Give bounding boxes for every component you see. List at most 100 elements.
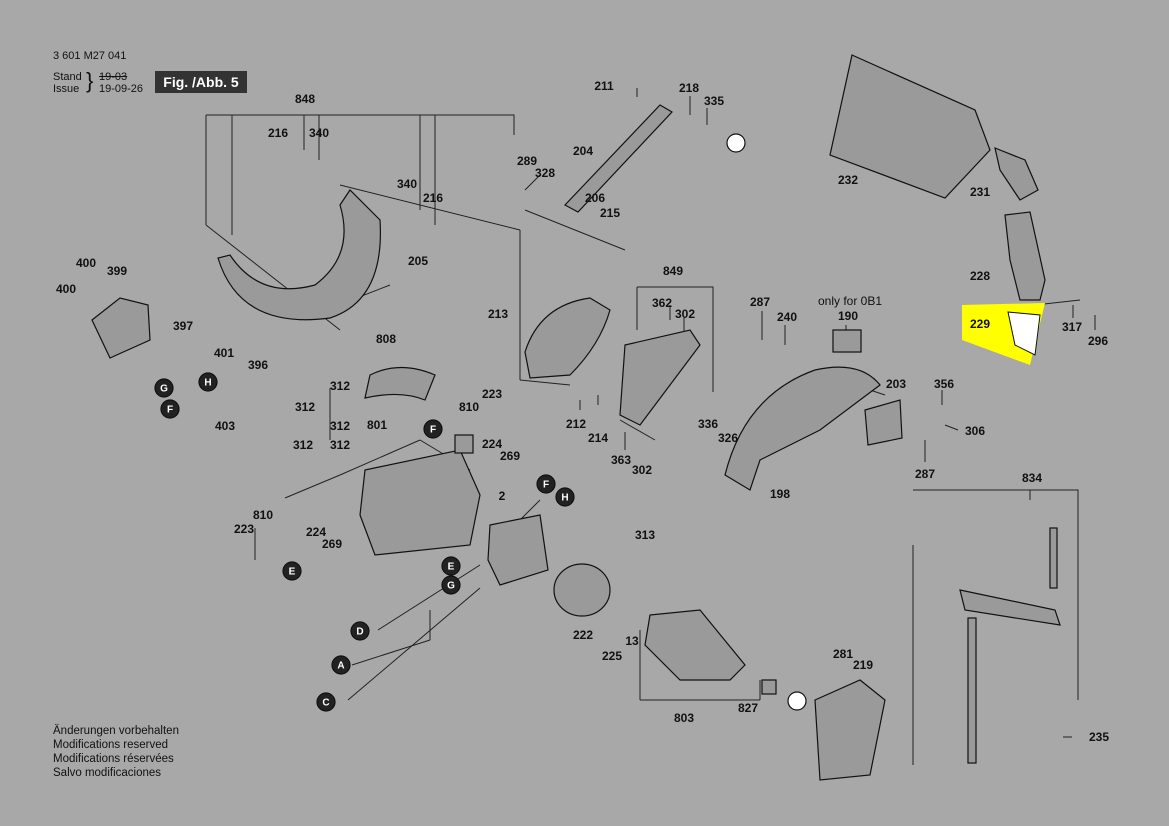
- ref-circle-a: A: [331, 655, 351, 675]
- part-label-213: 213: [488, 307, 508, 321]
- issue-value: 19-09-26: [99, 83, 144, 95]
- part-label-400: 400: [76, 256, 96, 270]
- part-label-214: 214: [588, 431, 608, 445]
- part-label-223: 223: [482, 387, 502, 401]
- part-label-302: 302: [632, 463, 652, 477]
- part-label-810: 810: [253, 508, 273, 522]
- ref-circle-f: F: [423, 419, 443, 439]
- label-plate-190-shape: [832, 329, 862, 353]
- stand-label: Stand: [53, 71, 82, 83]
- part-label-198: 198: [770, 487, 790, 501]
- part-label-216: 216: [268, 126, 288, 140]
- part-label-235: 235: [1089, 730, 1109, 744]
- part-label-223: 223: [234, 522, 254, 536]
- note-en: Modifications reserved: [53, 739, 169, 751]
- part-label-211: 211: [594, 79, 614, 93]
- part-label-228: 228: [970, 269, 990, 283]
- plate-849-shape: [619, 329, 701, 426]
- part-label-400: 400: [56, 282, 76, 296]
- svg-text:E: E: [448, 562, 455, 573]
- part-label-363: 363: [611, 453, 631, 467]
- part-label-216: 216: [423, 191, 443, 205]
- doc-number: 3 601 M27 041: [53, 50, 127, 62]
- svg-text:E: E: [794, 697, 801, 708]
- part-label-336: 336: [698, 417, 718, 431]
- part-label-2: 2: [499, 489, 506, 503]
- svg-text:G: G: [447, 581, 455, 592]
- lower-guard-198-shape: [724, 366, 881, 491]
- part-label-803: 803: [674, 711, 694, 725]
- ref-circle-d: D: [350, 621, 370, 641]
- brush-ring-222-shape: [553, 563, 611, 617]
- part-label-313: 313: [635, 528, 655, 542]
- ref-circle-g: G: [154, 378, 174, 398]
- svg-text:F: F: [733, 139, 739, 150]
- part-label-848: 848: [295, 92, 315, 106]
- ref-circle-g: G: [441, 575, 461, 595]
- part-label-362: 362: [652, 296, 672, 310]
- ref-circle-h: H: [198, 372, 218, 392]
- note-fr: Modifications réservées: [53, 753, 174, 765]
- bracket-203-shape: [864, 399, 903, 446]
- part-label-190: 190: [838, 309, 858, 323]
- end-shield-219-shape: [814, 679, 886, 781]
- part-label-224: 224: [482, 437, 502, 451]
- part-label-224: 224: [306, 525, 326, 539]
- dust-bag-232-shape: [829, 54, 991, 199]
- clamp-arm-834-shape: [959, 589, 1061, 626]
- lever-204-shape: [564, 104, 673, 213]
- part-label-240: 240: [777, 310, 797, 324]
- part-label-808: 808: [376, 332, 396, 346]
- svg-text:H: H: [561, 493, 568, 504]
- rod-knob-834-shape: [1049, 527, 1058, 589]
- ref-circle-e: E: [787, 691, 807, 711]
- svg-text:A: A: [337, 661, 344, 672]
- part-label-356: 356: [934, 377, 954, 391]
- part-label-340: 340: [397, 177, 417, 191]
- part-229-shape: [1007, 311, 1041, 356]
- part-label-312: 312: [330, 438, 350, 452]
- part-label-203: 203: [886, 377, 906, 391]
- part-label-312: 312: [293, 438, 313, 452]
- ref-circle-e: E: [282, 561, 302, 581]
- note-de: Änderungen vorbehalten: [53, 725, 179, 737]
- part-label-834: 834: [1022, 471, 1042, 485]
- stand-value: 19-03: [99, 71, 128, 83]
- part-label-269: 269: [500, 449, 520, 463]
- handle-housing-399-shape: [91, 297, 151, 359]
- part-label-218: 218: [679, 81, 699, 95]
- part-label-401: 401: [214, 346, 234, 360]
- part-label-212: 212: [566, 417, 586, 431]
- part-label-312: 312: [295, 400, 315, 414]
- part-label-827: 827: [738, 701, 758, 715]
- svg-text:D: D: [356, 627, 363, 638]
- blade-guard-cover-shape: [524, 297, 611, 379]
- stand-brace: }: [86, 68, 94, 93]
- part-label-312: 312: [330, 419, 350, 433]
- part-label-205: 205: [408, 254, 428, 268]
- ref-circle-c: C: [316, 692, 336, 712]
- part-label-306: 306: [965, 424, 985, 438]
- svg-text:G: G: [160, 384, 168, 395]
- part-label-229: 229: [970, 317, 990, 331]
- svg-text:F: F: [430, 425, 436, 436]
- part-label-204: 204: [573, 144, 593, 158]
- chute-228-shape: [1004, 211, 1046, 301]
- svg-text:F: F: [543, 480, 549, 491]
- part-label-399: 399: [107, 264, 127, 278]
- part-label-222: 222: [573, 628, 593, 642]
- field-coil-2-shape: [487, 514, 549, 586]
- issue-label: Issue: [53, 83, 80, 95]
- part-label-397: 397: [173, 319, 193, 333]
- part-label-219: 219: [853, 658, 873, 672]
- part-shapes: [91, 54, 1061, 781]
- svg-text:H: H: [204, 378, 211, 389]
- part-label-296: 296: [1088, 334, 1108, 348]
- part-label-312: 312: [330, 379, 350, 393]
- part-label-287: 287: [915, 467, 935, 481]
- svg-text:E: E: [289, 567, 296, 578]
- part-label-232: 232: [838, 173, 858, 187]
- part-label-810: 810: [459, 400, 479, 414]
